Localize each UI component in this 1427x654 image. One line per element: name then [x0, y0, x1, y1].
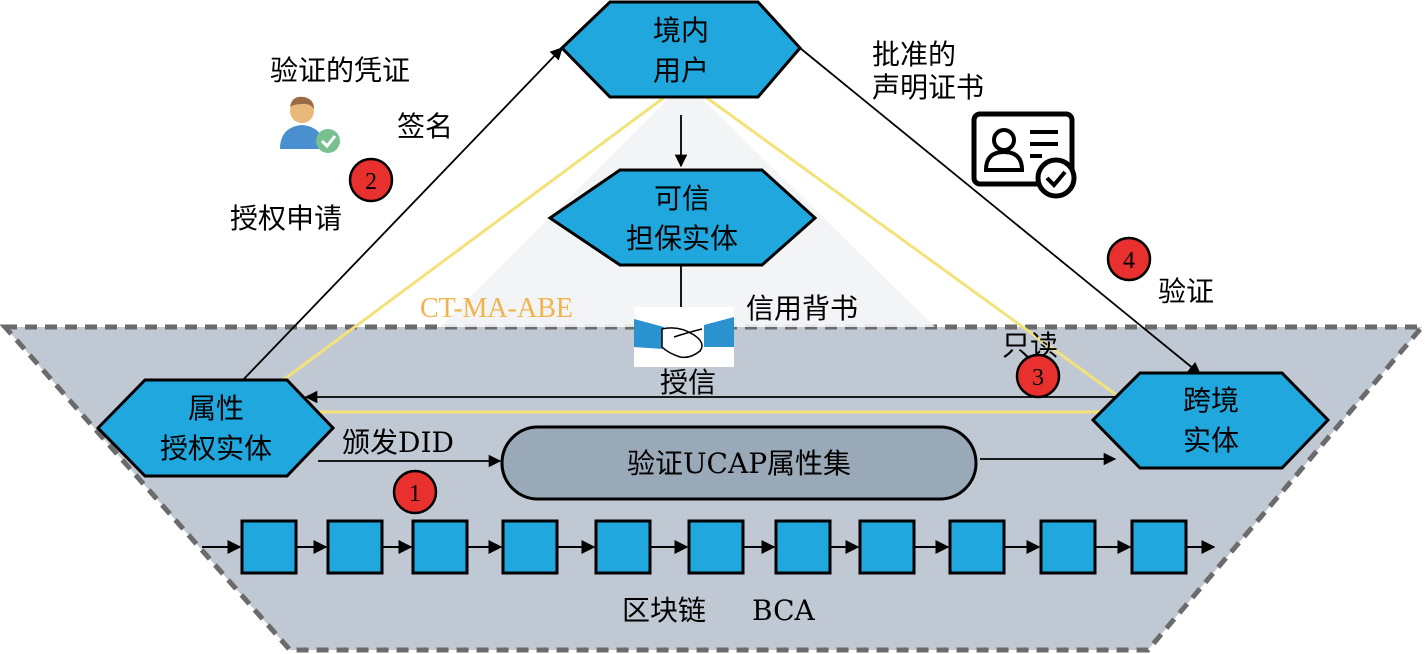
ct-ma-abe-triangle — [235, 80, 1145, 414]
badge-number: 3 — [1032, 365, 1044, 391]
block — [1130, 519, 1188, 575]
node-label: 担保实体 — [626, 222, 738, 255]
blockchain — [202, 519, 1216, 575]
label-bca: BCA — [752, 594, 816, 627]
badge-number: 2 — [365, 169, 377, 195]
step-badge-2: 2 — [348, 157, 394, 203]
edge-sign-auth-request — [239, 47, 563, 384]
block — [687, 519, 745, 575]
step-badge-3: 3 — [1015, 353, 1061, 399]
badge-number: 1 — [409, 481, 421, 507]
block — [594, 519, 652, 575]
block — [501, 519, 559, 575]
label-approved-cert-2: 声明证书 — [872, 71, 984, 104]
node-label: 可信 — [654, 182, 710, 215]
handshake-icon — [634, 307, 734, 367]
node-label: 用户 — [653, 54, 709, 87]
node-label: 属性 — [188, 392, 244, 425]
label-ct-ma-abe: CT-MA-ABE — [420, 293, 573, 324]
node-label: 境内 — [653, 14, 709, 47]
node-attribute-authority[interactable]: 属性 授权实体 — [95, 378, 336, 478]
node-label: 验证UCAP属性集 — [627, 447, 851, 480]
block — [1039, 519, 1097, 575]
block — [240, 519, 298, 575]
label-auth-request: 授权申请 — [230, 202, 342, 235]
node-label: 授权实体 — [160, 432, 272, 465]
node-label: 跨境 — [1183, 384, 1239, 417]
label-signature: 签名 — [397, 110, 453, 143]
node-ucap-set[interactable]: 验证UCAP属性集 — [500, 425, 978, 501]
label-approved-cert-1: 批准的 — [872, 38, 956, 71]
block — [858, 519, 916, 575]
step-badge-1: 1 — [392, 469, 438, 515]
label-verified-credential: 验证的凭证 — [270, 54, 410, 87]
block — [774, 519, 832, 575]
badge-number: 4 — [1123, 248, 1135, 274]
label-issue-did: 颁发DID — [342, 426, 454, 459]
block — [411, 519, 469, 575]
node-domestic-user[interactable]: 境内 用户 — [559, 0, 803, 99]
label-verify: 验证 — [1158, 275, 1214, 308]
block — [948, 519, 1006, 575]
label-credit-endorsement: 信用背书 — [746, 292, 858, 325]
node-cross-border-entity[interactable]: 跨境 实体 — [1090, 371, 1331, 470]
node-trusted-guarantor[interactable]: 可信 担保实体 — [547, 168, 818, 267]
block — [326, 519, 384, 575]
step-badge-4: 4 — [1106, 236, 1152, 282]
edge-approved-cert-verify — [799, 47, 1201, 375]
user-check-icon — [280, 96, 340, 153]
label-blockchain: 区块链 — [622, 594, 706, 627]
label-grant-credit: 授信 — [660, 366, 716, 399]
id-card-check-icon — [971, 111, 1077, 199]
node-label: 实体 — [1183, 424, 1239, 457]
